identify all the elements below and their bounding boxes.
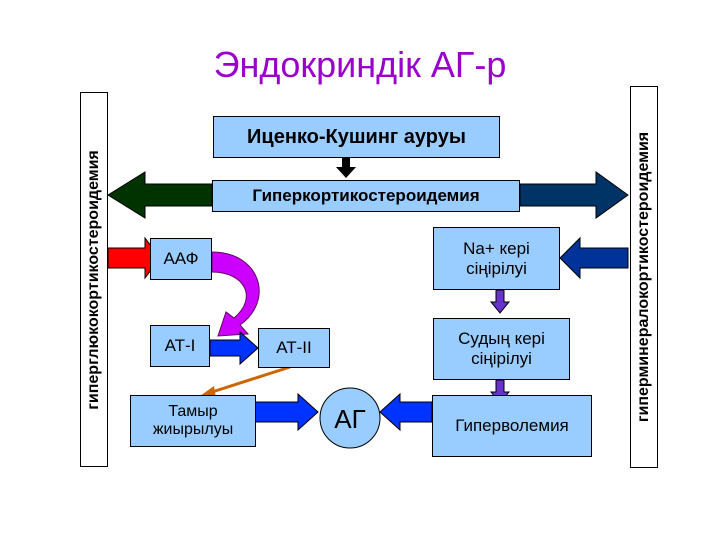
cushing-box: Иценко-Кушинг ауруы: [213, 116, 500, 158]
page-title: Эндокриндік АГ-р: [213, 44, 507, 85]
blue-arrow-hyper-ag: [379, 392, 433, 432]
left-big-arrow: [107, 171, 213, 219]
blue-arrow-tamyr-ag: [254, 392, 319, 432]
hypercort-box: Гиперкортикостероидемия: [212, 180, 520, 212]
purple-arrow-1: [489, 289, 511, 314]
blue-arrow-at1-at2: [209, 330, 259, 366]
magenta-curved-arrow: [211, 251, 260, 337]
na-line1: Na+ кері: [463, 238, 530, 258]
ag-label: АГ: [334, 404, 366, 434]
ag-circle: [319, 387, 381, 449]
na-line2: сіңірілуі: [466, 258, 527, 278]
aaf-box: ААФ: [150, 238, 212, 280]
vessel-line2: сіңірілуі: [471, 349, 532, 368]
right-vertical-label-bar: гиперминералокортикостероидемия: [630, 86, 658, 468]
hypervolemia-box: Гиперволемия: [432, 395, 592, 457]
na-box: Na+ кері сіңірілуі: [433, 227, 560, 290]
tamyr-line1: Тамыр: [168, 403, 218, 420]
navy-arrow-na: [559, 236, 629, 280]
left-vertical-label-bar: гиперглюкокортикостероидемия: [80, 92, 108, 467]
tamyr-box: Тамыр жиырылуы: [130, 395, 256, 447]
at2-box: АТ-II: [258, 328, 330, 368]
right-big-arrow: [519, 171, 629, 219]
at1-box: АТ-I: [150, 325, 210, 367]
tamyr-line2: жиырылуы: [152, 421, 234, 438]
vessel-box: Судың кері сіңірілуі: [433, 318, 570, 380]
vessel-line1: Судың кері: [458, 329, 545, 348]
cushing-down-arrow: [336, 157, 356, 178]
